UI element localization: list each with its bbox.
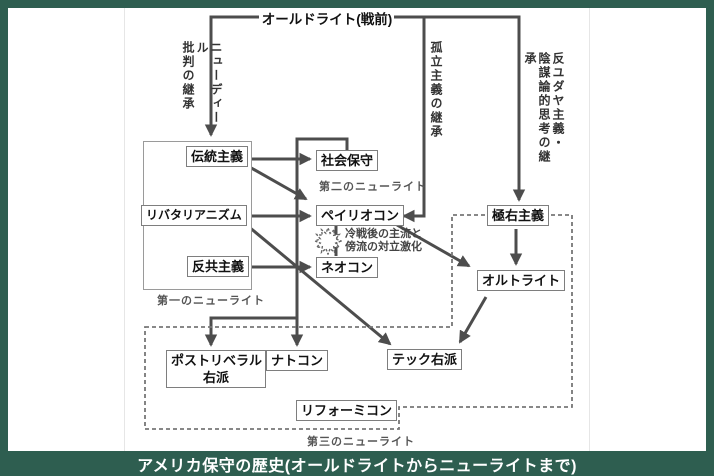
node-natcon: ナトコン: [266, 350, 329, 371]
node-paleocon: ペイリオコン: [316, 205, 405, 226]
node-tech-right: テック右派: [387, 349, 463, 370]
edge-socialcons-to-postliberal: [204, 137, 349, 347]
third-newright-label: 第三のニューライト: [307, 436, 415, 448]
antisemitism-label: 反ユダヤ主義・ 陰謀論的思考の継承: [523, 52, 565, 164]
second-newright-label: 第二のニューライト: [319, 181, 427, 193]
coldwar-conflict-note: 冷戦後の主流と 傍流の対立激化: [345, 228, 422, 253]
frame-top: [0, 0, 714, 8]
frame-right: [706, 0, 714, 476]
newdeal-criticism-label: ニューディール 批判の継承: [181, 41, 223, 125]
third-newright-dashed-region: [144, 214, 573, 430]
node-alt-right: オルトライト: [477, 270, 566, 291]
caption-bar: アメリカ保守の歴史(オールドライトからニューライトまで): [0, 451, 714, 476]
node-anticommunism: 反共主義: [187, 256, 250, 277]
node-reformicon: リフォーミコン: [296, 400, 398, 421]
first-newright-label: 第一のニューライト: [157, 295, 265, 307]
isolationism-label: 孤立主義の継承: [429, 41, 443, 139]
frame-left: [0, 0, 8, 476]
caption-text: アメリカ保守の歴史(オールドライトからニューライトまで): [137, 457, 577, 475]
edge-paleocon-to-altright: [396, 223, 471, 268]
node-far-right: 極右主義: [487, 205, 550, 226]
conflict-burst-icon: [314, 227, 342, 255]
edge-altright-to-techright: [458, 296, 488, 344]
edge-oldright-to-paleocon: [402, 17, 426, 223]
edge-oldright-to-firstnewright: [204, 15, 259, 137]
node-social-conservatism: 社会保守: [316, 150, 379, 171]
node-post-liberal-right: ポストリベラル 右派: [166, 350, 266, 388]
old-right-title: オールドライト(戦前): [261, 12, 393, 27]
node-traditionalism: 伝統主義: [186, 146, 249, 167]
node-neocon: ネオコン: [316, 257, 379, 278]
node-libertarianism: リバタリアニズム: [141, 205, 247, 226]
edge-oldright-to-farright: [394, 15, 526, 202]
edge-libertarianism-to-techright: [242, 220, 392, 346]
